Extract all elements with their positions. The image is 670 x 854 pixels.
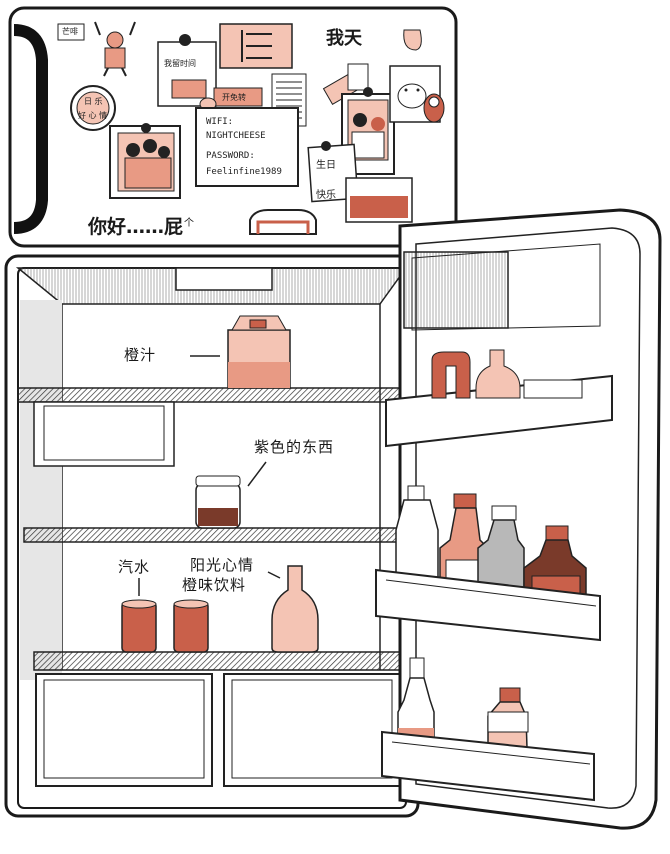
- note-time-label: 我留时间: [164, 59, 196, 68]
- slogan-tag: 个: [184, 218, 194, 229]
- freezer-door: [8, 6, 458, 248]
- label-purple-thing: 紫色的东西: [254, 438, 335, 456]
- door-top-compartment: [403, 251, 509, 329]
- fridge-door-open: [375, 208, 662, 830]
- purple-jar: [195, 475, 241, 529]
- tag-magnet: [57, 23, 85, 41]
- circle-magnet-line2: 好 心 情: [78, 111, 108, 120]
- fridge-light: [175, 267, 273, 291]
- freezer-slogan: 你好……屁: [88, 216, 184, 238]
- soda-can-2: [173, 599, 209, 653]
- label-orange-juice: 橙汁: [124, 346, 157, 364]
- badge-magnet: [213, 87, 263, 107]
- top-left-tag: 芒啡: [62, 27, 78, 36]
- wifi-line1: WIFI:: [206, 117, 234, 127]
- left-wall-shade: [20, 300, 62, 680]
- label-soda: 汽水: [118, 558, 151, 576]
- hanging-drawer: [33, 401, 175, 467]
- shelf-middle: [23, 527, 407, 543]
- circle-magnet-line1: 日 乐: [84, 97, 103, 106]
- shelf-bottom: [33, 651, 407, 671]
- shelf-top: [17, 387, 407, 403]
- wifi-line2: NIGHTCHEESE: [206, 131, 266, 141]
- wifi-line4: Feelinfine1989: [206, 167, 282, 177]
- birthday-line1: 生日: [316, 160, 336, 171]
- crisper-right: [223, 673, 401, 787]
- door-shelf-2: [375, 568, 601, 642]
- photo-family: [109, 123, 181, 199]
- freezer-handle: [13, 24, 48, 234]
- wifi-line3: PASSWORD:: [206, 151, 255, 161]
- fridge-body: [4, 254, 420, 818]
- orange-drink-bottle: [271, 565, 319, 653]
- badge-label: 开免转: [222, 93, 246, 102]
- soda-can-1: [121, 599, 157, 653]
- door-box: [523, 379, 583, 399]
- door-container: [431, 351, 471, 399]
- wifi-note: [195, 107, 299, 187]
- orange-juice-carton: [227, 315, 291, 389]
- door-bottle-white: [395, 485, 439, 595]
- sticker-text: 我天: [326, 28, 362, 49]
- label-sunshine-line1: 阳光心情: [190, 556, 255, 574]
- note-time: [157, 34, 217, 107]
- birthday-line2: 快乐: [316, 190, 336, 201]
- crisper-left: [35, 673, 213, 787]
- door-shelf-3: [381, 730, 595, 802]
- small-note: [347, 63, 369, 91]
- label-sunshine-line2: 橙味饮料: [182, 576, 247, 594]
- peach-magnet: [403, 29, 422, 51]
- door-bottle-small: [475, 349, 521, 399]
- person-magnet: [94, 21, 136, 77]
